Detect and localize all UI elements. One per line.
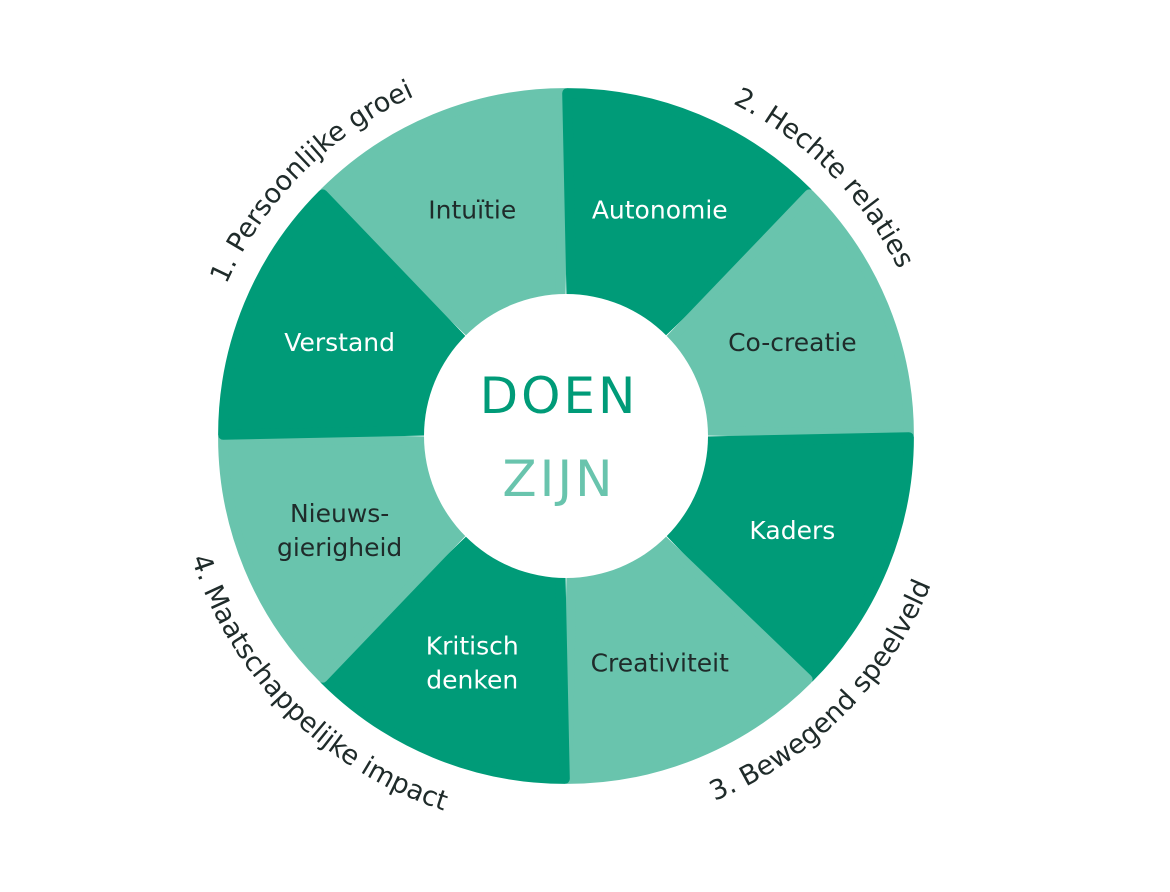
segment-label-6: Nieuws-gierigheid	[277, 499, 402, 562]
center-word-zijn: ZIJN	[502, 450, 615, 508]
segment-label-5: Kritisch denken	[426, 631, 519, 694]
segment-label-line: Nieuws-	[290, 499, 389, 528]
segment-label-line: Intuïtie	[428, 196, 516, 225]
segment-label-7: Verstand	[284, 328, 395, 357]
segment-label-line: denken	[426, 665, 518, 694]
segment-label-3: Kaders	[749, 516, 835, 545]
segment-label-2: Co-creatie	[728, 328, 857, 357]
center-word-doen: DOEN	[480, 367, 639, 425]
segment-label-1: Autonomie	[592, 196, 728, 225]
segment-label-line: Autonomie	[592, 196, 728, 225]
segment-label-4: Creativiteit	[591, 648, 730, 677]
segment-label-line: Kaders	[749, 516, 835, 545]
segment-label-line: Co-creatie	[728, 328, 857, 357]
segment-label-0: Intuïtie	[428, 196, 516, 225]
segment-label-line: Creativiteit	[591, 648, 730, 677]
center-circle	[424, 294, 708, 578]
segment-label-line: gierigheid	[277, 533, 402, 562]
segment-label-line: Kritisch	[426, 631, 519, 660]
segment-label-line: Verstand	[284, 328, 395, 357]
segment-labels-layer: Intuïtie AutonomieCo-creatieKadersCreativ…	[277, 196, 857, 695]
